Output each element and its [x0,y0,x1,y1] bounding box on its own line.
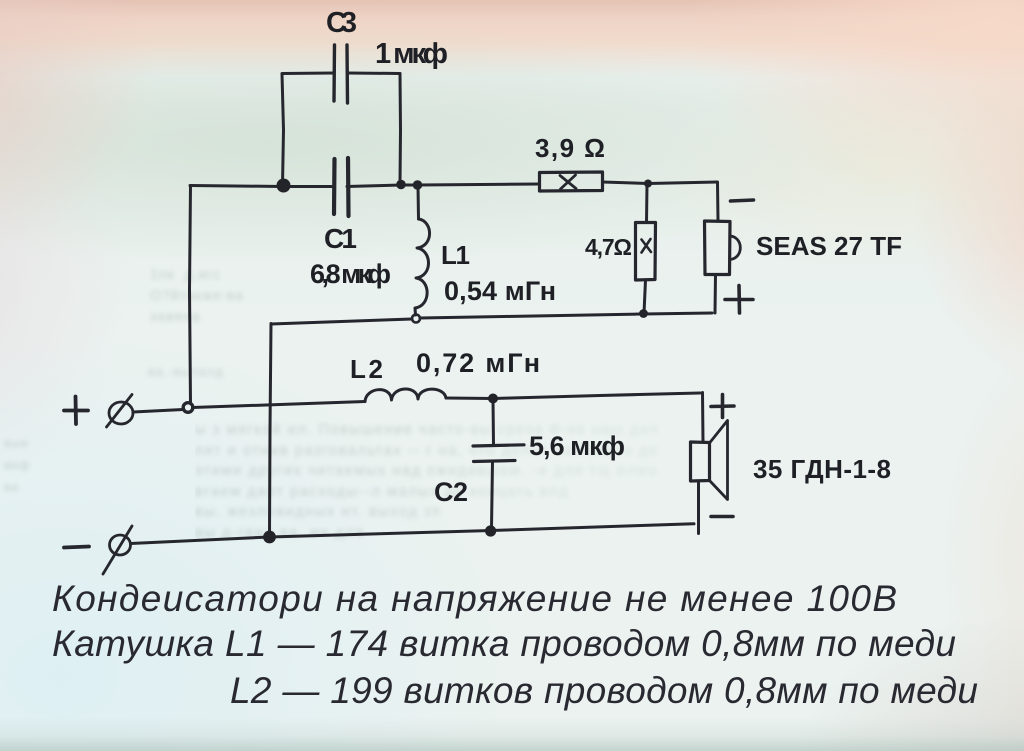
svg-text:C1: C1 [324,223,357,254]
svg-text:0,54 мГн: 0,54 мГн [444,276,556,306]
svg-text:4,7Ω: 4,7Ω [585,234,632,260]
svg-text:Кондеисатори на напряжение не: Кондеисатори на напряжение не менее 100В [52,578,897,619]
svg-text:35 ГДН-1-8: 35 ГДН-1-8 [753,454,891,484]
svg-text:L2: L2 [350,354,383,384]
svg-text:C3: C3 [326,7,357,39]
svg-text:6,8 мкф: 6,8 мкф [310,259,391,289]
svg-text:L1: L1 [441,240,470,270]
svg-text:3,9 Ω: 3,9 Ω [535,133,605,163]
svg-text:5,6 мкф: 5,6 мкф [529,431,625,461]
svg-text:0,72 мГн: 0,72 мГн [416,348,540,378]
svg-text:SEAS 27 TF: SEAS 27 TF [756,231,902,261]
svg-text:1 мкф: 1 мкф [375,38,448,70]
svg-text:C2: C2 [434,477,468,507]
svg-text:L2 — 199 витков проводом 0,8мм: L2 — 199 витков проводом 0,8мм по меди [230,670,978,711]
svg-text:Катушка L1 — 174 витка проводо: Катушка L1 — 174 витка проводом 0,8мм по… [52,623,956,664]
